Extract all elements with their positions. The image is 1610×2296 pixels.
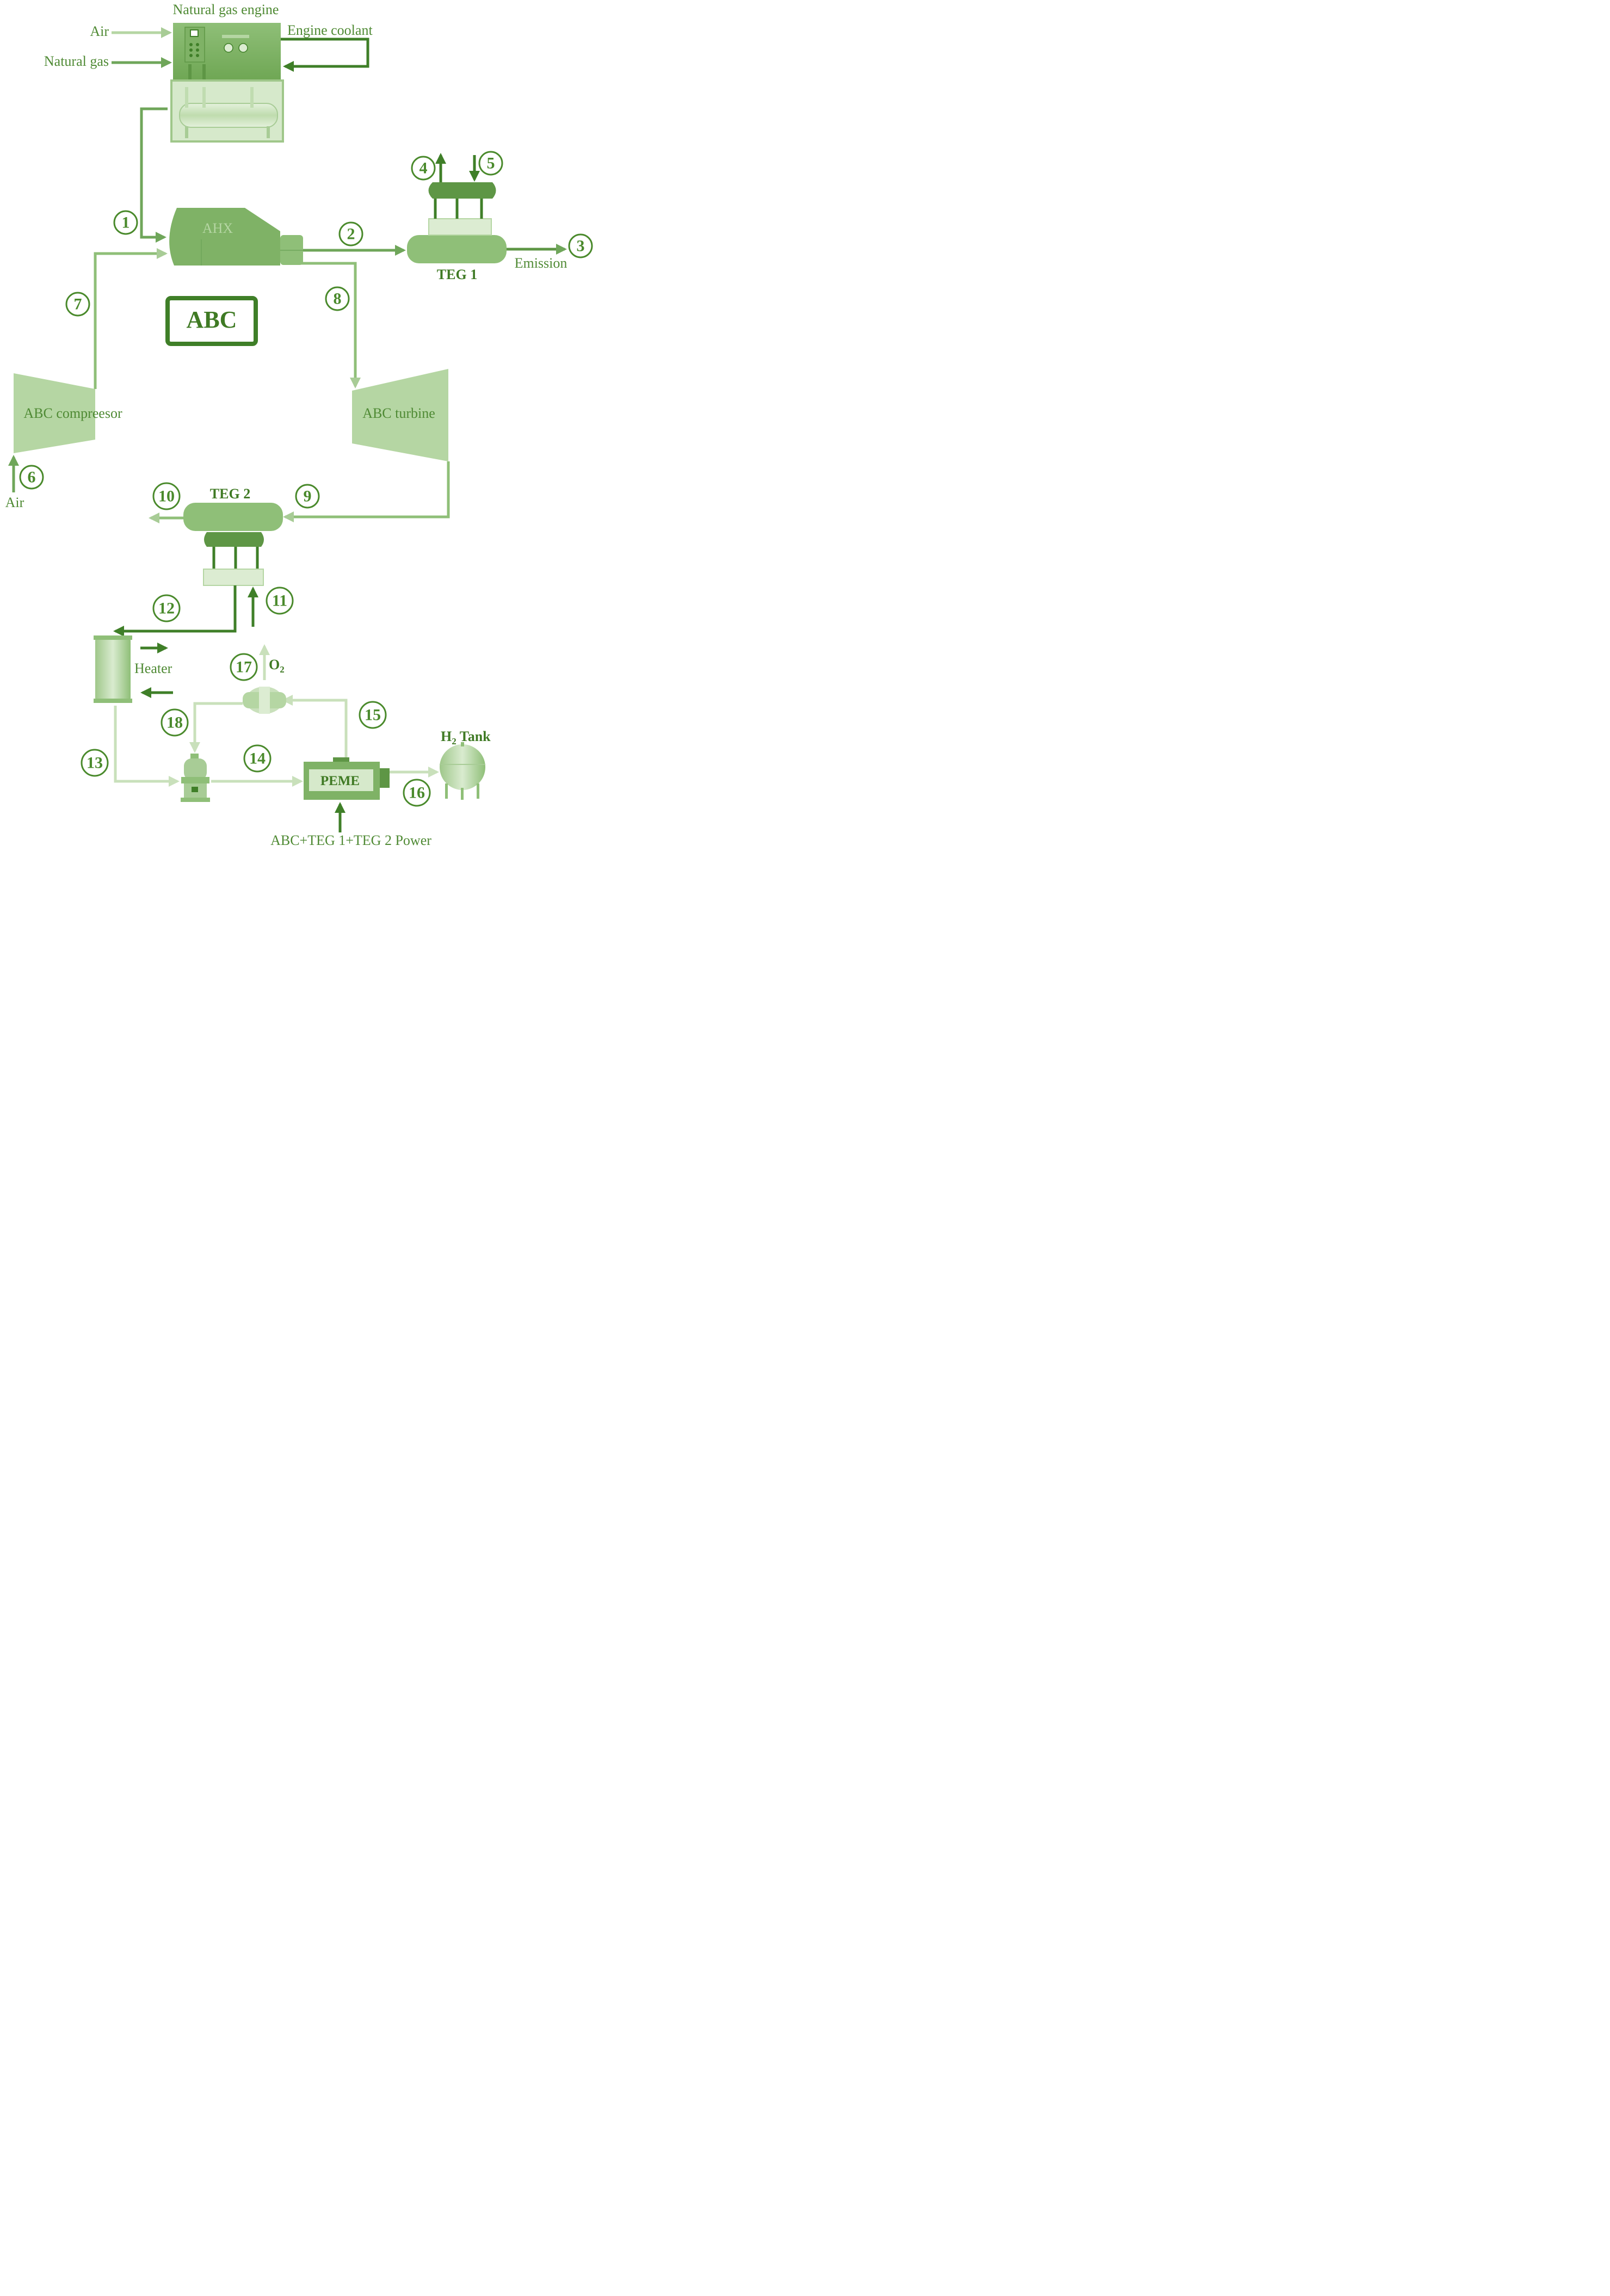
state-point-8-label: 8 (334, 290, 342, 308)
air-inlet-label: Air (90, 23, 109, 39)
state-point-14-label: 14 (249, 750, 266, 768)
state-point-12: 12 (152, 594, 181, 622)
h2-tank-label: H2 Tank (441, 729, 491, 746)
h2-tank (440, 742, 485, 800)
ahx-label: AHX (202, 220, 233, 236)
teg1-label: TEG 1 (437, 267, 477, 282)
state-point-17: 17 (230, 653, 258, 681)
state-point-4: 4 (411, 156, 436, 181)
abc-turbine-label: ABC turbine (362, 405, 435, 421)
state-point-10-label: 10 (158, 487, 175, 505)
abc-turbine (352, 369, 448, 461)
abc-box (165, 296, 258, 346)
teg2-label: TEG 2 (210, 486, 250, 502)
engine-coolant-loop (281, 38, 369, 72)
state-point-13-label: 13 (87, 754, 103, 772)
state-point-16-label: 16 (409, 784, 425, 802)
teg1-generator (407, 182, 507, 263)
stream-7-line (94, 248, 168, 389)
natural-gas-engine (170, 23, 284, 143)
o2-subscript: 2 (280, 664, 285, 675)
state-point-9: 9 (295, 484, 320, 509)
heater-label: Heater (134, 661, 172, 676)
stream-15-line (282, 695, 348, 757)
separator-unit (243, 687, 286, 714)
state-point-7: 7 (65, 292, 90, 317)
state-point-15-label: 15 (365, 706, 381, 724)
state-point-11-label: 11 (272, 592, 287, 610)
emission-label: Emission (515, 255, 567, 271)
system-diagram: Natural gas engine Air Natural gas Engin… (5, 2, 593, 848)
h2-rest: Tank (457, 729, 491, 744)
o2-main: O (269, 657, 280, 672)
stream-13-line (114, 706, 180, 787)
state-point-10: 10 (152, 482, 181, 510)
state-point-1-label: 1 (122, 214, 130, 232)
state-point-16: 16 (403, 779, 431, 807)
air-bottom-label: Air (5, 495, 24, 510)
h2-subscript: 2 (452, 736, 457, 746)
state-point-3-label: 3 (577, 237, 585, 255)
state-point-15: 15 (359, 701, 387, 729)
h2-main: H (441, 729, 452, 744)
state-point-14: 14 (243, 744, 272, 773)
state-point-11: 11 (266, 587, 294, 615)
natural-gas-label: Natural gas (44, 53, 109, 69)
stream-8-line (294, 262, 361, 388)
stream-12-line (113, 585, 237, 637)
peme-label: PEME (320, 774, 360, 788)
state-point-2-label: 2 (347, 225, 355, 243)
pump-unit (181, 754, 210, 802)
state-point-13: 13 (81, 749, 109, 777)
engine-label: Natural gas engine (173, 2, 279, 17)
state-point-5: 5 (478, 151, 503, 176)
state-point-4-label: 4 (420, 159, 428, 177)
state-point-8: 8 (325, 286, 350, 311)
state-point-12-label: 12 (158, 600, 175, 618)
state-point-5-label: 5 (487, 155, 495, 172)
state-point-6-label: 6 (28, 468, 36, 486)
abc-label: ABC (187, 306, 237, 333)
stream-18-line (189, 702, 243, 753)
stream-9-line (283, 461, 450, 522)
engine-coolant-label: Engine coolant (287, 22, 373, 38)
o2-label: O2 (269, 657, 285, 675)
ahx-heat-exchanger (169, 208, 303, 266)
abc-compressor (14, 373, 95, 453)
state-point-1: 1 (113, 210, 138, 235)
heater-unit (94, 635, 132, 703)
state-point-9-label: 9 (304, 487, 312, 505)
state-point-2: 2 (338, 221, 363, 246)
peme-electrolyzer (304, 757, 390, 800)
state-point-17-label: 17 (236, 658, 252, 676)
state-point-18: 18 (161, 708, 189, 737)
state-point-7-label: 7 (74, 295, 82, 313)
state-point-6: 6 (19, 465, 44, 490)
stream-1-line (140, 107, 168, 243)
abc-compressor-label: ABC compreesor (23, 405, 122, 421)
state-point-3: 3 (568, 233, 593, 258)
teg2-generator (183, 503, 283, 586)
power-label: ABC+TEG 1+TEG 2 Power (270, 832, 431, 848)
state-point-18-label: 18 (166, 714, 183, 732)
